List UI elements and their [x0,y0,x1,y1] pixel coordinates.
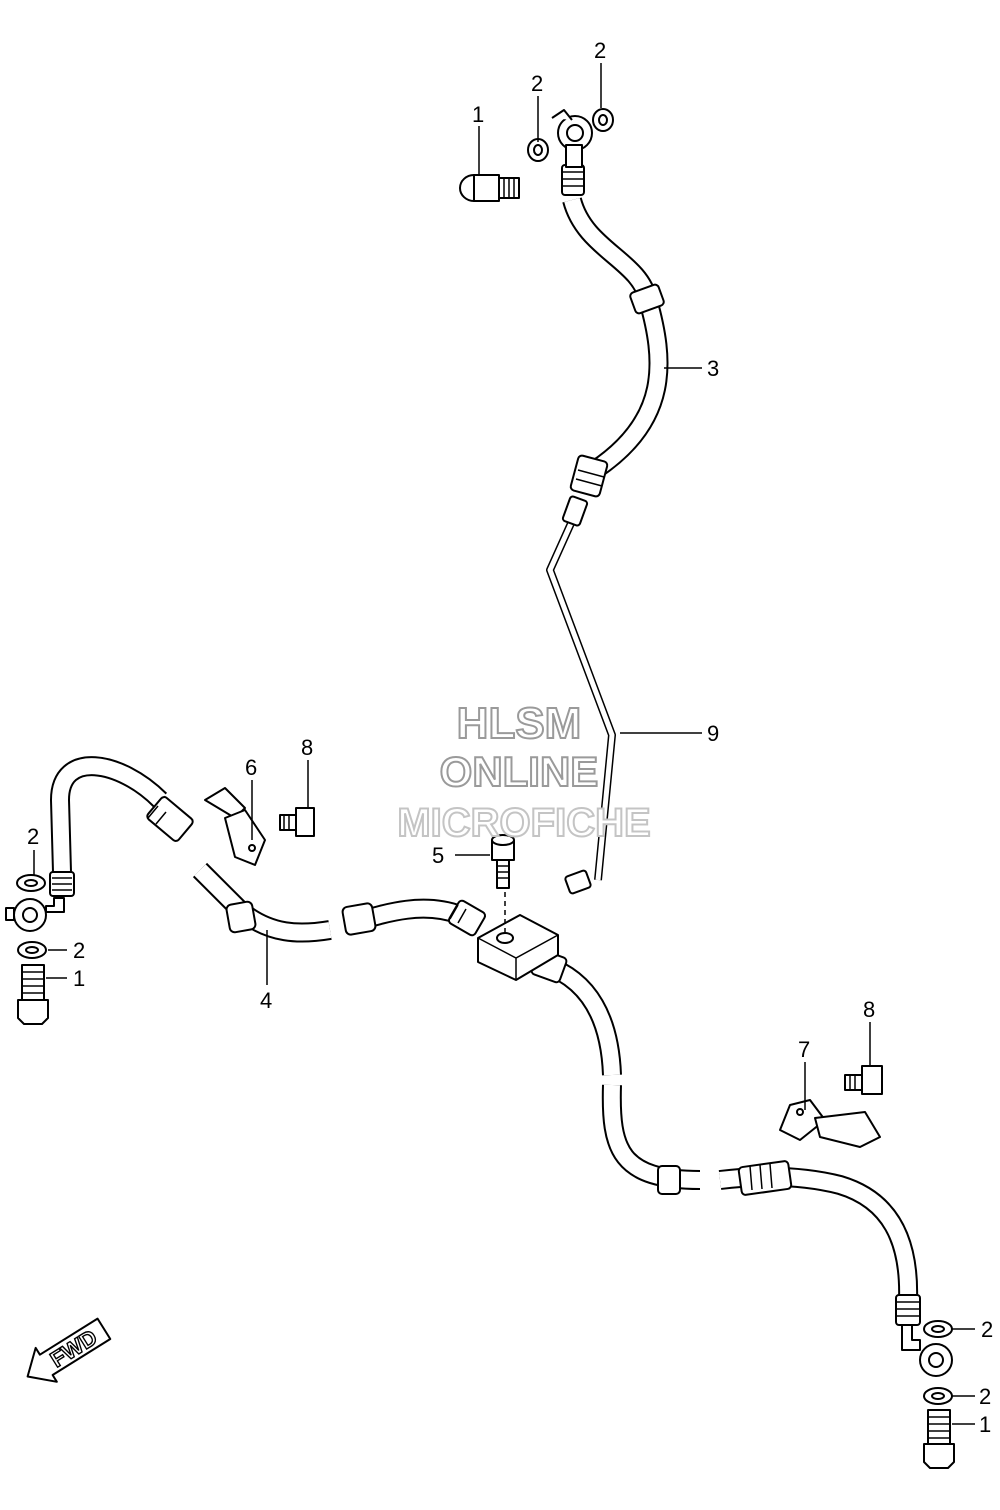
left-brake-hose [5,756,464,943]
callout-2: 2 [531,71,543,96]
callout-2: 2 [27,824,39,849]
watermark-line-1: HLSM [457,699,582,748]
union-bolt-top [459,174,520,202]
callout-2: 2 [73,938,85,963]
washer-top-2 [592,108,614,132]
washer-top-1 [527,138,549,162]
washer-right-1 [923,1320,953,1338]
callout-9: 9 [707,721,719,746]
hose-clamp-right [779,1099,881,1148]
callout-1: 1 [979,1412,991,1437]
arrow-icon [26,1317,112,1383]
callouts: 1 2 2 3 9 8 6 2 2 1 4 5 8 7 2 2 1 [27,38,993,1437]
callout-2: 2 [979,1384,991,1409]
upper-brake-hose [551,109,669,498]
right-brake-hose [530,948,953,1377]
washer-left-2 [17,941,47,959]
union-bolt-right [923,1409,955,1469]
leader-lines [33,63,975,1425]
callout-5: 5 [432,843,444,868]
junction-bolt [491,834,515,889]
brake-junction-block [447,899,559,981]
callout-7: 7 [798,1037,810,1062]
callout-3: 3 [707,356,719,381]
clamp-bolt-right [844,1065,883,1095]
callout-8: 8 [301,735,313,760]
callout-2: 2 [594,38,606,63]
callout-1: 1 [73,966,85,991]
callout-2: 2 [981,1317,993,1342]
metal-brake-pipe [546,495,616,895]
washer-right-2 [923,1387,953,1405]
union-bolt-left [17,964,49,1025]
hose-clamp-left [204,787,266,866]
forward-direction-arrow: FWD [26,1317,112,1383]
callout-1: 1 [472,102,484,127]
callout-4: 4 [260,988,272,1013]
washer-left-1 [16,874,46,892]
clamp-bolt-left [279,807,315,837]
callout-6: 6 [245,755,257,780]
callout-8: 8 [863,997,875,1022]
watermark-line-3: MICROFICHE [397,801,650,845]
watermark: HLSM ONLINE MICROFICHE [396,698,651,846]
watermark-line-2: ONLINE [440,748,599,795]
